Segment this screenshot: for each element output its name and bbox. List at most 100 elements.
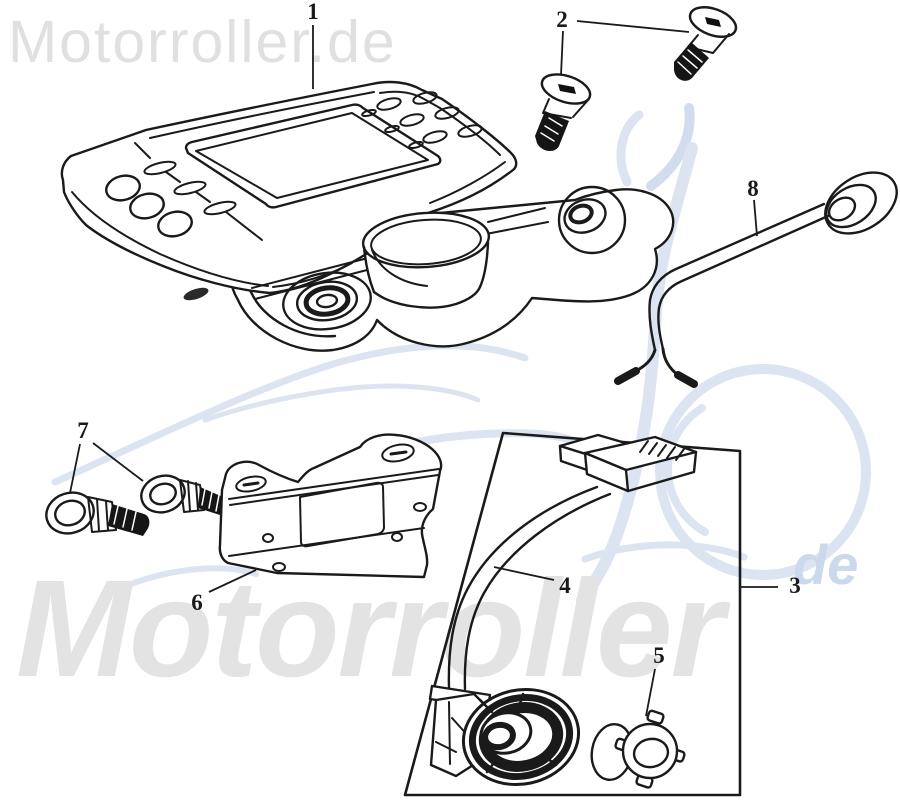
- watermark-under-wheel-arc: [581, 541, 748, 563]
- cup-shadow-arc: [371, 249, 428, 287]
- thread-hatch: [677, 49, 703, 75]
- part-5-lock-cap: [590, 709, 686, 789]
- cable-line-2: [657, 214, 830, 351]
- label-4: 4: [493, 566, 571, 598]
- bracket-small-hole: [262, 533, 274, 543]
- part-number-2: 2: [556, 7, 568, 32]
- part-number-4: 4: [559, 573, 571, 598]
- part-6-bracket: [218, 433, 443, 579]
- speedo-slot-1: [143, 160, 177, 176]
- boss-ring: [315, 293, 339, 309]
- part-4-cable-connector: [447, 433, 698, 691]
- watermark-bottom-left-curve: [115, 565, 259, 592]
- watermark-bottom-suffix: de: [793, 533, 858, 596]
- bolt-threads: [108, 504, 150, 536]
- speedo-slot-3: [203, 200, 237, 216]
- screw-recess: [705, 17, 721, 27]
- cap-lug-top: [646, 709, 665, 725]
- speedo-housing-inner-wall2: [272, 262, 353, 288]
- part-2-screws: [535, 6, 738, 152]
- bolt-left: [45, 491, 150, 536]
- speedo-grommet: [183, 287, 209, 301]
- speedo-button: [434, 106, 460, 120]
- cable-line-inner: [463, 492, 612, 691]
- speedo-right-boss: [557, 185, 627, 255]
- speedo-indicator-3: [157, 210, 193, 238]
- boss-ring: [282, 271, 372, 331]
- leader-line-4: [493, 566, 555, 581]
- connector-contact-hatch: [639, 440, 685, 461]
- cup-bottom: [372, 285, 482, 309]
- part-8-cable: [614, 171, 898, 388]
- leader-line-8: [753, 199, 758, 237]
- speedo-indicator-1: [105, 174, 141, 202]
- speedo-left-boss: [282, 271, 372, 331]
- speedo-button-dash: [408, 140, 424, 150]
- speedo-housing: [60, 80, 518, 295]
- speedo-button-dash: [384, 124, 400, 134]
- lock-barrel-ring2: [468, 694, 574, 780]
- part-number-labels: 1 2 3 4 5 6 7 8: [69, 0, 801, 717]
- screw-lower: [535, 73, 592, 152]
- cup-rim-inner: [370, 218, 482, 266]
- cable-line-1: [648, 202, 826, 352]
- leader-line-5: [645, 668, 656, 717]
- cap-body: [621, 722, 679, 780]
- bracket-outline: [218, 433, 443, 579]
- screw-threads: [674, 42, 709, 81]
- boss-ring: [568, 203, 594, 225]
- label-2: 2: [556, 7, 690, 76]
- speedo-housing-inner-wall: [71, 191, 269, 287]
- cap-hole: [632, 737, 670, 769]
- speedo-slot-2: [173, 180, 207, 196]
- boss-ring: [563, 198, 607, 234]
- part-number-1: 1: [307, 0, 319, 24]
- lock-keyhole: [482, 721, 516, 751]
- wire-left-tip: [614, 367, 640, 385]
- speedo-housing-bezel-bottomright: [429, 161, 506, 204]
- label-8: 8: [747, 176, 759, 237]
- wire-right-tip: [674, 371, 698, 388]
- speedo-button: [457, 124, 483, 138]
- cup-wall-right: [478, 241, 490, 289]
- boss-ring: [295, 280, 359, 322]
- label-3: 3: [741, 573, 801, 598]
- screw-upper: [674, 6, 738, 81]
- boss-ring: [557, 185, 627, 255]
- leader-line-7a: [69, 443, 81, 494]
- watermark-mirror-stroke: [616, 110, 644, 187]
- bolt-washer-inner: [54, 499, 86, 527]
- part-number-3: 3: [789, 573, 801, 598]
- lock-inner-face: [479, 711, 533, 755]
- bolt-washer-inner: [149, 482, 177, 506]
- bolt-washer: [140, 474, 186, 514]
- thread-hatch: [113, 505, 137, 531]
- cable-head-inner: [827, 196, 857, 222]
- cable-head-ring: [825, 183, 877, 229]
- speedo-screen-inner: [195, 112, 429, 199]
- bolt-hex-head: [87, 496, 117, 533]
- bracket-ear-hole-right: [381, 443, 415, 463]
- bracket-small-hole: [272, 562, 286, 572]
- part-1-speedometer-assembly: [60, 80, 675, 352]
- watermark-wheel: [655, 364, 871, 580]
- cable-head-outer: [824, 171, 898, 235]
- label-7: 7: [69, 418, 144, 494]
- part-7-bolts: [45, 474, 227, 536]
- label-5: 5: [645, 643, 665, 717]
- cup-wall-left: [362, 245, 376, 294]
- lock-spokes: [478, 692, 558, 774]
- thread-hatch: [540, 117, 563, 142]
- speedo-center-cup: [361, 211, 491, 309]
- leader-line-6: [208, 569, 257, 593]
- speedo-button-dash: [361, 108, 377, 118]
- speedo-stair-lines: [134, 142, 263, 241]
- bracket-recess: [299, 481, 385, 548]
- speedo-plate-band-lines: [251, 207, 549, 300]
- screw-recess: [558, 84, 576, 94]
- watermark-top-text: Motorroller.de: [8, 9, 397, 75]
- bolt-threads: [198, 487, 227, 515]
- speedo-indicator-2: [129, 192, 165, 220]
